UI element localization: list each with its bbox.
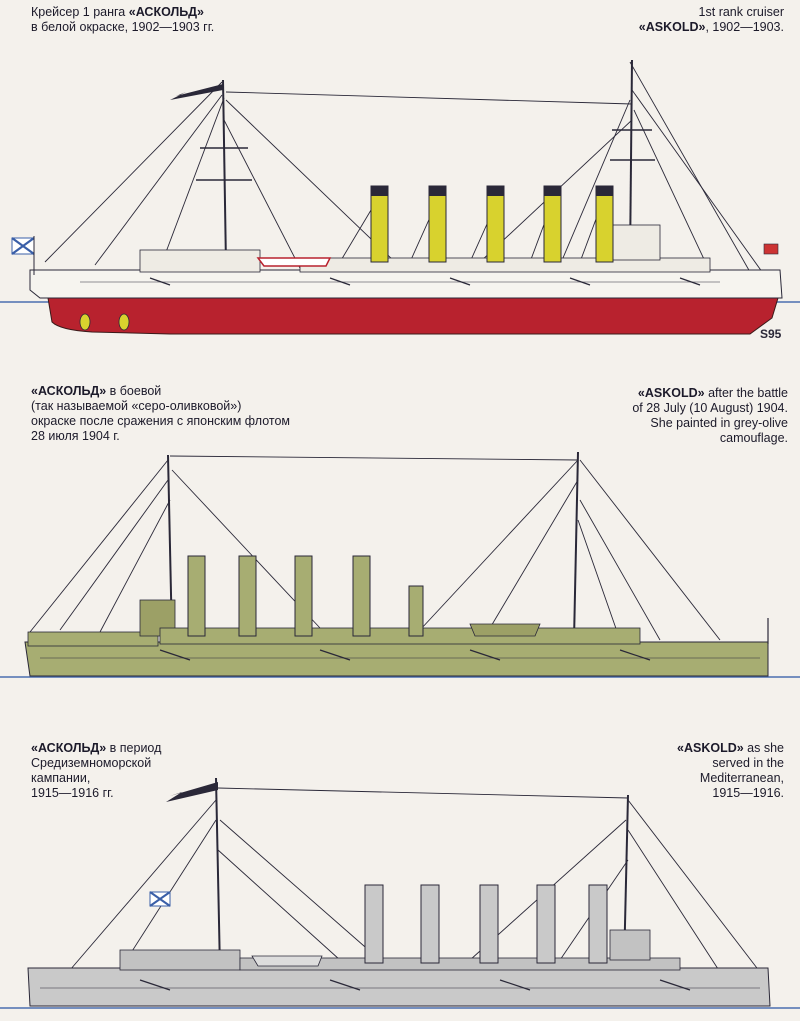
funnels [187,555,424,637]
fore-mast [215,777,221,971]
hull [24,641,769,677]
st-andrew-cross-icon [149,891,171,907]
caption-line: served in the [712,756,784,770]
ship-olive [0,451,800,678]
rigging [29,455,721,641]
caption-line: 1915—1916 гг. [31,786,114,800]
caption-line: 1915—1916. [712,786,784,800]
caption-line: 1st rank cruiser [698,5,784,19]
rigging [69,787,761,973]
caption-line: «АСКОЛЬД» в период [31,741,162,755]
caption-line: «ASKOLD» after the battle [637,386,788,400]
pennant [170,84,223,100]
ship-white: S95 [0,59,800,341]
caption-line: camouflage. [719,431,788,445]
fore-mast [222,79,227,266]
hull [27,967,771,1007]
pennant [166,782,218,802]
jack-flag-icon [763,243,779,255]
propellers [79,313,130,331]
caption-line: в белой окраске, 1902—1903 гг. [31,20,215,34]
hull-lower [47,297,779,335]
caption-line: She painted in grey-olive [650,416,788,430]
caption-ru-grey: «АСКОЛЬД» в период Средиземноморской кам… [31,741,231,801]
caption-line: Mediterranean, [699,771,784,785]
main-mast [573,451,579,641]
rigging [44,61,766,277]
hull-upper [29,269,783,299]
caption-en-olive: «ASKOLD» after the battle of 28 July (10… [548,386,788,446]
caption-line: Крейсер 1 ранга «АСКОЛЬД» [31,5,204,19]
caption-line: окраске после сражения с японским флотом [31,414,291,428]
ship-grey [0,777,800,1009]
caption-line: «ASKOLD», 1902—1903. [638,20,784,34]
caption-ru-white: Крейсер 1 ранга «АСКОЛЬД» в белой окраск… [31,5,291,35]
st-andrew-cross-icon [11,237,35,255]
masts [196,59,655,266]
masts [167,451,579,641]
funnels [370,185,614,263]
caption-line: кампании, [31,771,91,785]
caption-en-white: 1st rank cruiser «ASKOLD», 1902—1903. [564,5,784,35]
caption-line: Средиземноморской [31,756,152,770]
funnels [364,884,608,964]
caption-line: of 28 July (10 August) 1904. [632,401,788,415]
caption-line: «ASKOLD» as she [677,741,784,755]
caption-line: «АСКОЛЬД» в боевой [31,384,162,398]
caption-line: (так называемой «серо-оливковой») [31,399,242,413]
signature: S95 [760,327,782,341]
caption-en-grey: «ASKOLD» as she served in the Mediterran… [584,741,784,801]
caption-ru-olive: «АСКОЛЬД» в боевой (так называемой «серо… [31,384,351,444]
caption-line: 28 июля 1904 г. [31,429,120,443]
